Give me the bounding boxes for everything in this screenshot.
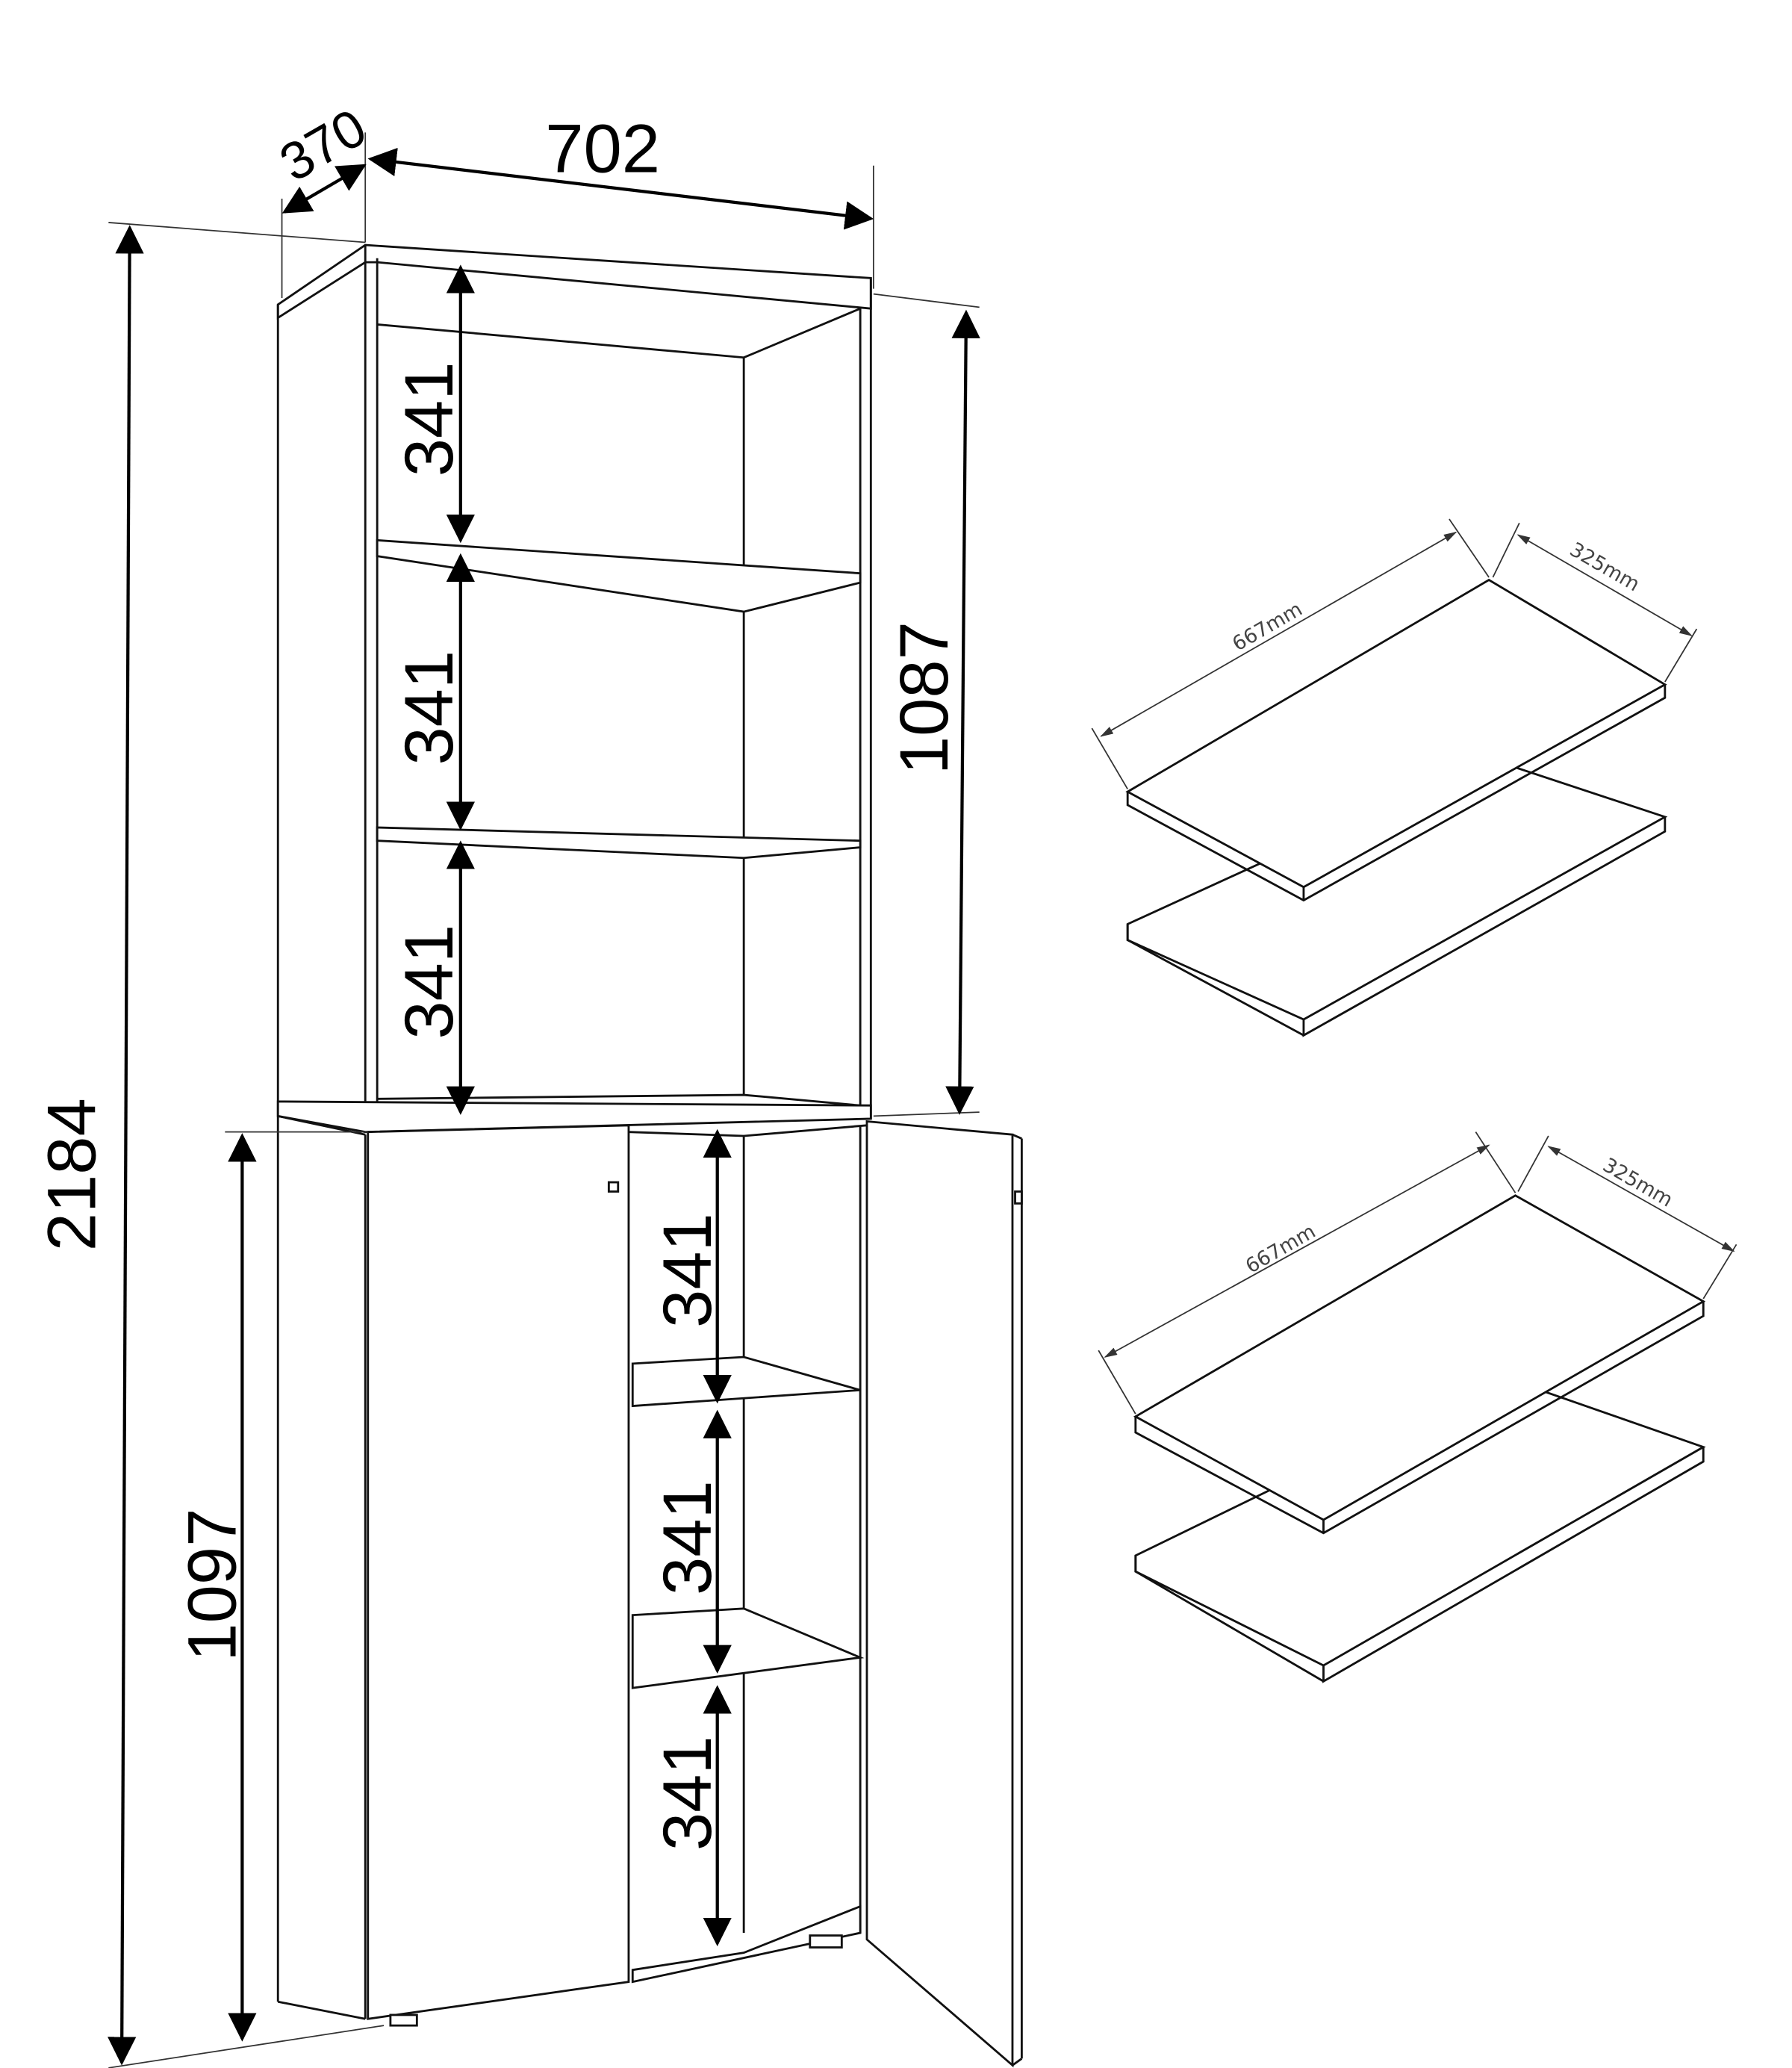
left-door xyxy=(367,1124,630,2020)
lower-height-label: 1097 xyxy=(174,1509,251,1662)
right-door xyxy=(865,1120,1014,2068)
upper-cabinet xyxy=(276,243,872,2002)
shelf-spacing-label: 341 xyxy=(391,362,467,477)
depth-label: 370 xyxy=(270,98,376,193)
width-label: 702 xyxy=(545,111,660,187)
loose-shelves-group: 667mm 325mm xyxy=(1098,1131,1737,1683)
foot xyxy=(809,1934,843,1949)
shelf-spacing-label: 341 xyxy=(391,650,467,766)
dimension-lines xyxy=(108,132,980,2068)
shelf-length-label: 667mm xyxy=(1228,597,1306,656)
foot xyxy=(389,2013,418,2027)
shelf-depth-label: 325mm xyxy=(1566,538,1643,596)
shelf-spacing-label: 341 xyxy=(649,1480,726,1595)
loose-shelves-group: 667mm 325mm xyxy=(1091,518,1698,1037)
shelf-spacing-label: 341 xyxy=(649,1213,726,1328)
lower-cabinet xyxy=(277,1115,1023,2068)
shelf-spacing-label: 341 xyxy=(649,1736,726,1851)
shelf-length-label: 667mm xyxy=(1242,1220,1319,1278)
shelf-spacing-label: 341 xyxy=(391,925,467,1040)
upper-height-label: 1087 xyxy=(886,621,962,774)
total-height-label: 2184 xyxy=(34,1098,111,1251)
shelf-depth-label: 325mm xyxy=(1599,1154,1676,1212)
door-handle-icon xyxy=(607,1181,620,1193)
